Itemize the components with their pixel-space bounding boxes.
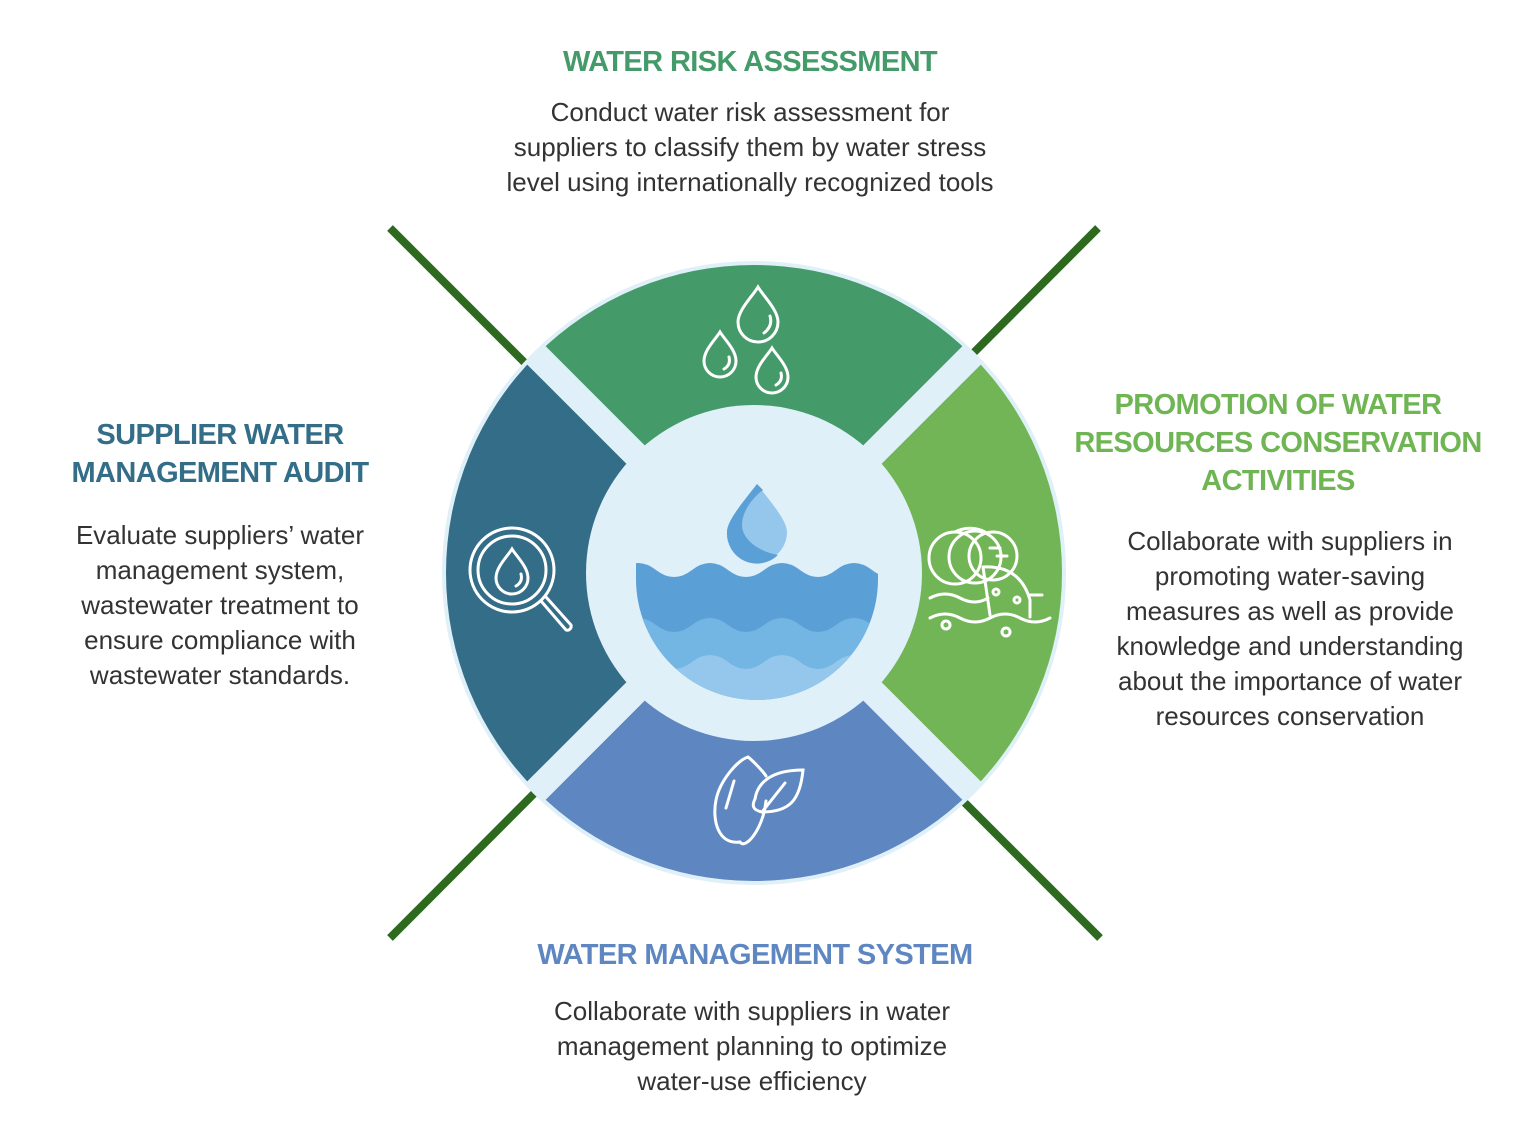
body-line: management system, — [95, 555, 345, 585]
section-top: WATER RISK ASSESSMENT Conduct water risk… — [400, 43, 1100, 200]
drop-leaf-icon — [713, 755, 805, 846]
section-description: Collaborate with suppliers in promoting … — [1060, 524, 1520, 734]
segment-right — [860, 355, 1062, 791]
title-line: SUPPLIER WATER — [96, 419, 344, 451]
body-line: about the importance of water — [1118, 666, 1462, 696]
section-left: SUPPLIER WATER MANAGEMENT AUDIT Evaluate… — [20, 416, 420, 693]
section-title: WATER RISK ASSESSMENT — [400, 43, 1100, 81]
body-line: resources conservation — [1155, 701, 1425, 731]
segment-bottom — [536, 679, 972, 881]
title-line: ACTIVITIES — [1201, 465, 1355, 497]
body-line: measures as well as provide — [1125, 596, 1455, 626]
title-line: PROMOTION OF WATER — [1114, 389, 1443, 421]
body-line: knowledge and understanding — [1116, 631, 1464, 661]
section-bottom: WATER MANAGEMENT SYSTEM Collaborate with… — [405, 936, 1105, 1099]
magnifier-drop-icon — [468, 526, 573, 632]
title-line: MANAGEMENT AUDIT — [71, 457, 369, 489]
section-right: PROMOTION OF WATER RESOURCES CONSERVATIO… — [1060, 386, 1520, 734]
body-line: wastewater standards. — [89, 660, 351, 690]
body-line: suppliers to classify them by water stre… — [513, 132, 987, 162]
section-description: Evaluate suppliers’ water management sys… — [20, 518, 420, 693]
body-line: Evaluate suppliers’ water — [75, 520, 365, 550]
wastewater-pipe-icon — [927, 526, 1052, 638]
segment-top — [536, 265, 972, 467]
body-line: Conduct water risk assessment for — [550, 97, 950, 127]
section-description: Conduct water risk assessment for suppli… — [400, 95, 1100, 200]
body-line: promoting water-saving — [1154, 561, 1426, 591]
section-description: Collaborate with suppliers in water mana… — [399, 994, 1105, 1099]
body-line: management planning to optimize — [556, 1031, 948, 1061]
body-line: Collaborate with suppliers in — [1127, 526, 1453, 556]
body-line: water-use efficiency — [637, 1066, 867, 1096]
body-line: ensure compliance with — [84, 625, 356, 655]
body-line: Collaborate with suppliers in water — [554, 996, 950, 1026]
body-line: wastewater treatment to — [81, 590, 359, 620]
title-line: RESOURCES CONSERVATION — [1074, 427, 1482, 459]
section-title: SUPPLIER WATER MANAGEMENT AUDIT — [20, 416, 420, 492]
body-line: level using internationally recognized t… — [506, 167, 994, 197]
water-drops-icon — [702, 284, 790, 395]
title-line: WATER MANAGEMENT SYSTEM — [537, 939, 973, 971]
section-title: PROMOTION OF WATER RESOURCES CONSERVATIO… — [1036, 386, 1520, 500]
section-title: WATER MANAGEMENT SYSTEM — [405, 936, 1105, 974]
title-line: WATER RISK ASSESSMENT — [562, 46, 938, 78]
